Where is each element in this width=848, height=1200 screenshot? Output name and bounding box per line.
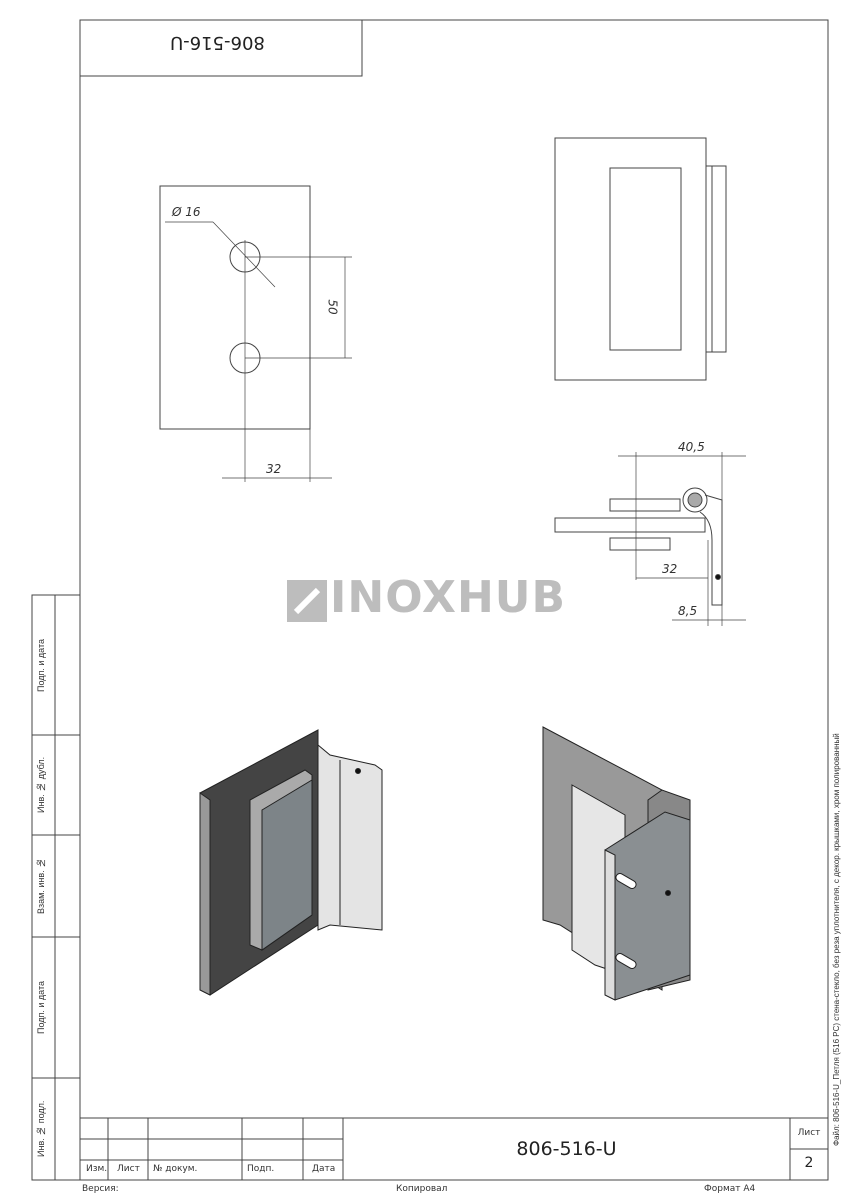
- hinge-section-view: [554, 452, 746, 626]
- designation: 806-516-U: [516, 1138, 617, 1160]
- inverted-designation: 806-516-U: [170, 32, 265, 53]
- stamp-sign-date-1: Подп. и дата: [36, 638, 46, 692]
- watermark-logo: [287, 580, 327, 622]
- iso-view-open: [542, 726, 691, 1001]
- glass-depth-dimension: 32: [662, 562, 678, 576]
- plate-front-view: [159, 185, 352, 482]
- cover-front-view: [554, 137, 727, 381]
- stamp-sign-date-2: Подп. и дата: [36, 981, 46, 1035]
- footer-version: Версия:: [82, 1184, 119, 1194]
- stamp-orig-inv: Инв. № подл.: [36, 1100, 46, 1158]
- sheet-label: Лист: [797, 1128, 821, 1138]
- col-change: Изм.: [86, 1164, 108, 1174]
- offset-depth-dimension: 8,5: [678, 604, 698, 618]
- diameter-dimension: Ø 16: [172, 205, 201, 219]
- spacing-dimension: 50: [325, 299, 340, 315]
- col-signature: Подп.: [247, 1164, 275, 1174]
- watermark-text: INOXHUB: [330, 572, 567, 623]
- sheet-number: 2: [804, 1155, 814, 1171]
- total-depth-dimension: 40,5: [678, 440, 705, 454]
- col-doc-number: № докум.: [153, 1164, 198, 1174]
- col-sheet: Лист: [117, 1164, 140, 1174]
- footer-copied: Копировал: [396, 1184, 448, 1194]
- stamp-replace-inv: Взам. инв. №: [36, 857, 46, 915]
- footer-format: Формат A4: [704, 1184, 756, 1194]
- iso-view-closed: [199, 729, 383, 996]
- col-date: Дата: [312, 1164, 336, 1174]
- offset-dimension: 32: [266, 462, 282, 476]
- file-caption: Файл: 806-516-U_Петля (516 PC) стена-сте…: [832, 733, 841, 1147]
- stamp-dup-inv: Инв. № дубл.: [36, 756, 46, 814]
